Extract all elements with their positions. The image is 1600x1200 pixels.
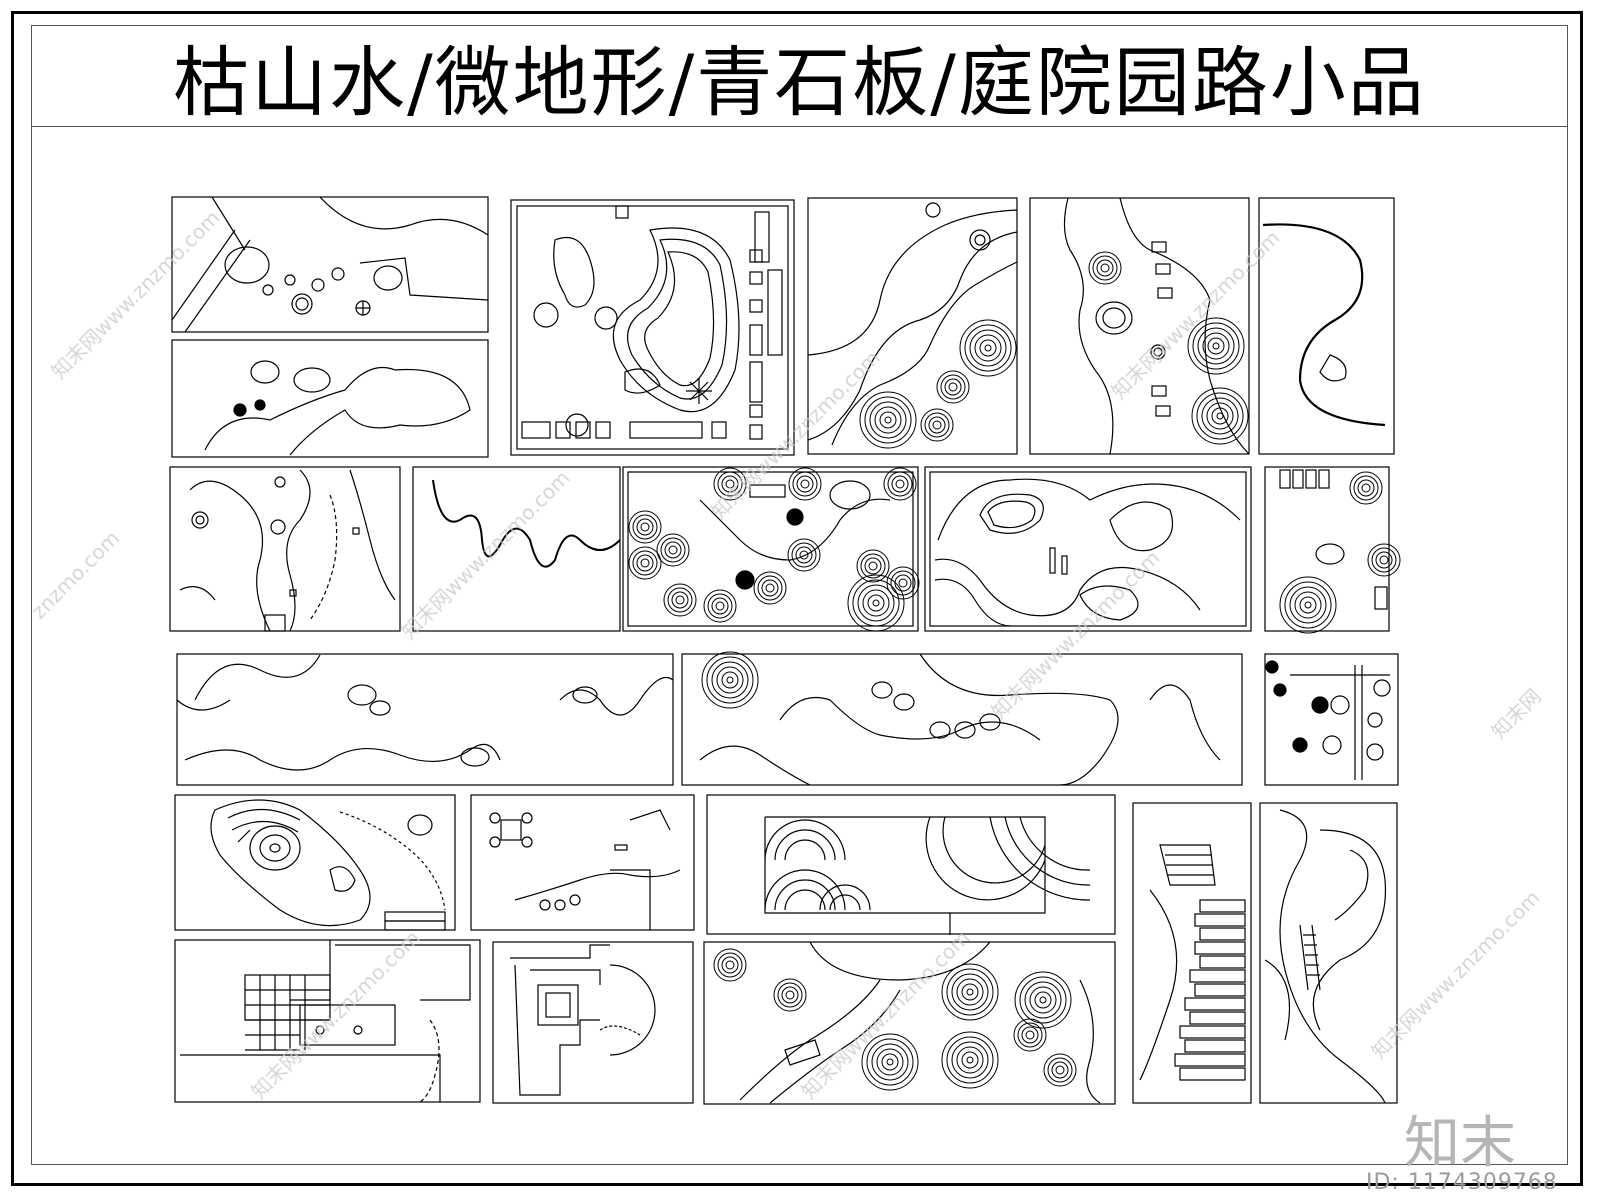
plan-panel-19: [1259, 802, 1398, 1104]
svg-text:知末网: 知末网: [1487, 684, 1546, 743]
asset-id-watermark: ID: 1174309768: [1366, 1170, 1558, 1195]
svg-text:知末网www.znzmo.com: 知末网www.znzmo.com: [47, 206, 225, 384]
plan-panel-2: [171, 339, 489, 458]
plan-panel-13: [681, 651, 1243, 786]
page-title: 枯山水/微地形/青石板/庭院园路小品: [173, 38, 1426, 127]
plan-panel-11: [1264, 466, 1401, 634]
plan-panel-3: [510, 199, 795, 456]
plan-panel-1: [171, 196, 489, 333]
plan-panel-12: [176, 653, 674, 786]
outer-frame: [11, 11, 1583, 1186]
svg-text:知末网www.znzmo.com: 知末网www.znzmo.com: [247, 926, 425, 1104]
plan-panel-4: [807, 197, 1018, 455]
plan-panel-10: [924, 466, 1252, 632]
brand-watermark-logo: 知末: [1404, 1111, 1516, 1176]
plan-panel-14: [1264, 653, 1399, 786]
svg-text:知末网www.znzmo.com: 知末网www.znzmo.com: [1107, 226, 1285, 404]
svg-text:知末网www.znzmo.com: 知末网www.znzmo.com: [397, 466, 575, 644]
plan-panel-16: [470, 794, 695, 931]
title-divider: [31, 126, 1568, 127]
plan-panel-9: [622, 466, 920, 632]
plan-panel-7: [169, 466, 401, 632]
svg-text:知末网www.znzmo.com: 知末网www.znzmo.com: [1367, 886, 1545, 1064]
svg-text:znzmo.com: znzmo.com: [27, 526, 125, 624]
svg-text:知末网www.znzmo.com: 知末网www.znzmo.com: [987, 546, 1165, 724]
plan-panel-6: [1258, 197, 1395, 455]
plan-panel-17: [706, 794, 1116, 935]
plan-panel-20: [174, 939, 481, 1103]
inner-frame: [31, 25, 1568, 1165]
plan-panel-8: [412, 466, 621, 632]
plan-panel-18: [1132, 802, 1252, 1104]
plan-panel-21: [492, 941, 694, 1104]
plan-panel-5: [1029, 197, 1250, 455]
plan-panel-22: [703, 941, 1116, 1105]
plan-panel-15: [174, 794, 456, 931]
